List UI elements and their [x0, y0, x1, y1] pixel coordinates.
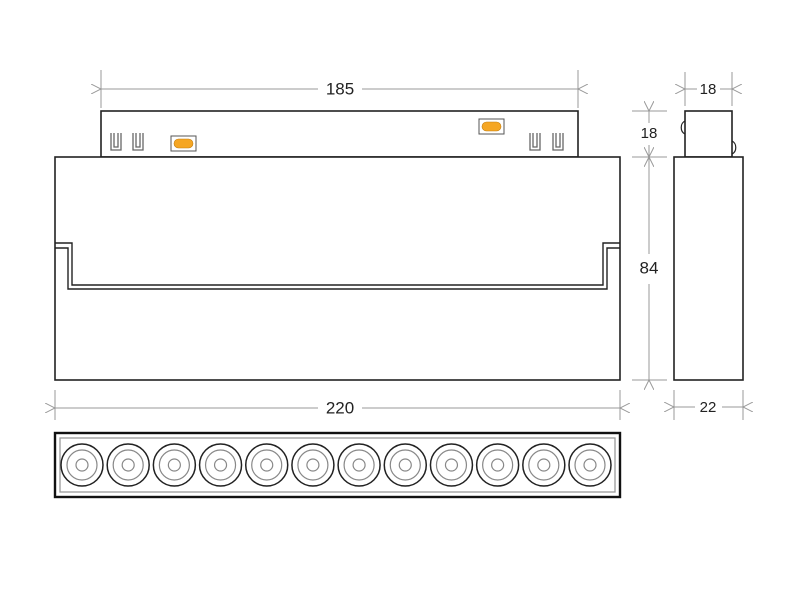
dimension-connector-length: 185: [101, 70, 578, 108]
dimension-label-185: 185: [326, 79, 354, 98]
lens-icon: [244, 443, 289, 487]
dimension-label-18-width: 18: [700, 81, 717, 98]
lens-icon: [337, 443, 381, 487]
dimension-connector-width: 18: [685, 72, 732, 106]
dimension-label-22: 22: [700, 399, 717, 416]
dimension-label-18-height: 18: [641, 125, 658, 142]
indicator-right: [478, 118, 505, 135]
dimension-body-height: 84: [632, 157, 667, 380]
dimension-body-width: 22: [674, 390, 743, 420]
dimension-label-84: 84: [640, 258, 659, 277]
lens-icon: [522, 443, 566, 487]
lens-icon: [568, 443, 612, 487]
dimension-body-length: 220: [55, 390, 620, 420]
lens-icon: [429, 443, 474, 487]
connector-front-view: [100, 110, 579, 158]
connector-clip-icon: [110, 133, 564, 151]
lens-icon: [383, 443, 428, 487]
body-front-view: [54, 156, 621, 381]
lens-icon: [475, 443, 520, 487]
lens-icon: [291, 443, 335, 487]
side-view: [673, 110, 744, 381]
lens-icon: [60, 443, 104, 487]
dimension-label-220: 220: [326, 398, 354, 417]
indicator-left: [170, 135, 197, 152]
dimension-connector-height: 18: [632, 111, 667, 157]
lens-icon: [198, 443, 243, 487]
lens-bar-bottom-view: [53, 431, 622, 499]
lens-icon: [152, 443, 197, 487]
lens-icon: [106, 443, 150, 487]
